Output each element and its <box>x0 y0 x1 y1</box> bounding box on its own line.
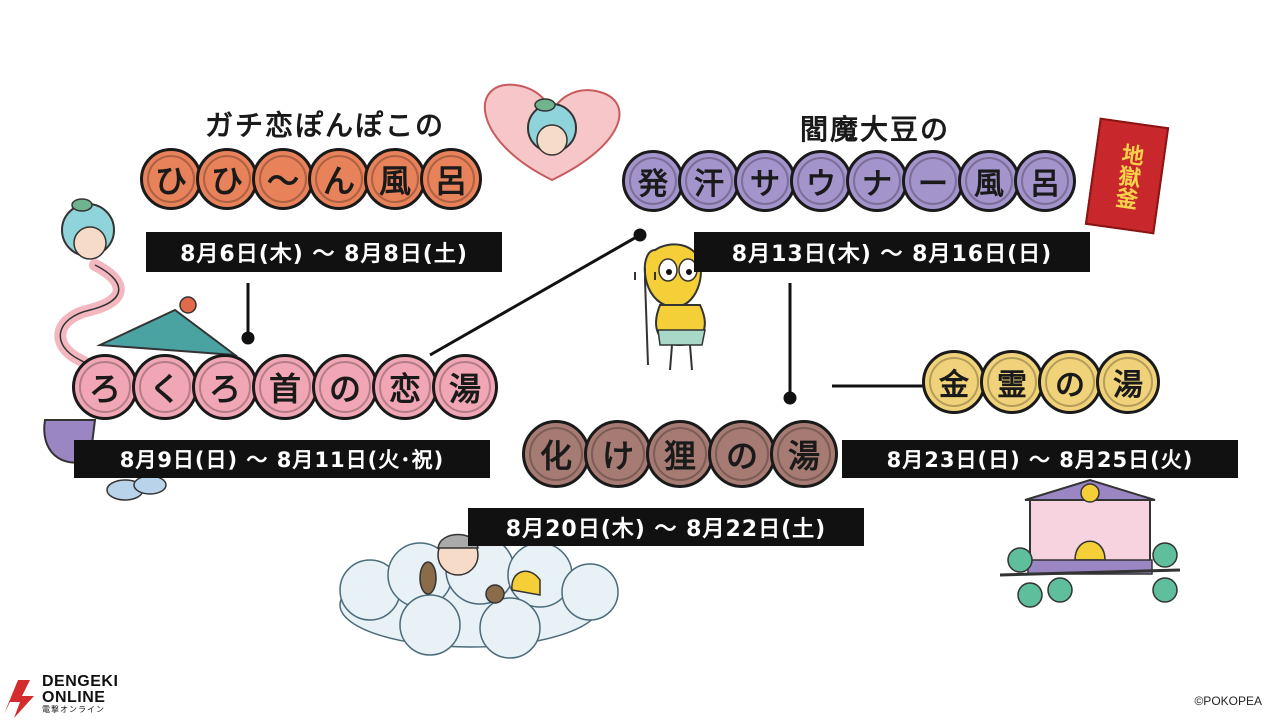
event3-dates: 8月13日(木) 〜 8月16日(日) <box>694 232 1090 272</box>
event2-title-char: の <box>312 354 378 420</box>
palanquin-illustration <box>999 478 1181 608</box>
event4-dates: 8月20日(木) 〜 8月22日(土) <box>468 508 864 546</box>
rokurokubi-illustration <box>43 198 239 501</box>
event1-title-char: ん <box>308 148 370 210</box>
event3-title: 発 汗 サ ウ ナ ー 風 呂 <box>622 150 1076 212</box>
event5-title-char: 金 <box>922 350 986 414</box>
jigokugama-badge: 地獄釜 <box>1084 117 1170 235</box>
event1-title-char: 風 <box>364 148 426 210</box>
event2-title-char: ろ <box>72 354 138 420</box>
event3-title-char: ウ <box>790 150 852 212</box>
connector-lines <box>241 228 925 405</box>
event3-title-char: 呂 <box>1014 150 1076 212</box>
event3-subtitle: 閻魔大豆の <box>800 113 951 146</box>
event3-title-char: ー <box>902 150 964 212</box>
copyright-credit: ©POKOPEA <box>1194 694 1262 708</box>
event5-title-char: 湯 <box>1096 350 1160 414</box>
event2-title-char: 首 <box>252 354 318 420</box>
event5-title-char: の <box>1038 350 1102 414</box>
event2-title-char: 湯 <box>432 354 498 420</box>
event1-dates: 8月6日(木) 〜 8月8日(土) <box>146 232 502 272</box>
event2-title-char: ろ <box>192 354 258 420</box>
dengeki-bolt-icon <box>4 680 34 718</box>
event3-title-char: ナ <box>846 150 908 212</box>
event4-title-char: 湯 <box>770 420 838 488</box>
event3-title-char: サ <box>734 150 796 212</box>
event1-subtitle: ガチ恋ぽんぽこの <box>205 109 446 142</box>
event3-title-char: 発 <box>622 150 684 212</box>
event1-title-char: ひ <box>196 148 258 210</box>
logo-line3: 電撃オンライン <box>42 705 105 714</box>
event2-dates: 8月9日(日) 〜 8月11日(火･祝) <box>74 440 490 478</box>
event4-title-char: 狸 <box>646 420 714 488</box>
event5-title-char: 霊 <box>980 350 1044 414</box>
cloud-bath-illustration <box>339 535 619 659</box>
event4-title-char: け <box>584 420 652 488</box>
event1-title-char: 呂 <box>420 148 482 210</box>
event4-title-char: の <box>708 420 776 488</box>
event2-title-char: く <box>132 354 198 420</box>
heart-character-illustration <box>483 83 621 182</box>
event3-title-char: 汗 <box>678 150 740 212</box>
logo-line1: DENGEKI <box>42 673 119 690</box>
event3-title-char: 風 <box>958 150 1020 212</box>
event1-title-char: 〜 <box>252 148 314 210</box>
dengeki-online-logo: DENGEKI ONLINE 電撃オンライン <box>8 674 118 714</box>
event2-title-char: 恋 <box>372 354 438 420</box>
enma-daizu-illustration <box>634 243 706 371</box>
event1-title-char: ひ <box>140 148 202 210</box>
event4-title: 化 け 狸 の 湯 <box>522 420 838 488</box>
logo-line2: ONLINE <box>42 689 106 706</box>
event4-title-char: 化 <box>522 420 590 488</box>
event5-dates: 8月23日(日) 〜 8月25日(火) <box>842 440 1238 478</box>
jigokugama-badge-text: 地獄釜 <box>1110 141 1145 211</box>
event1-title: ひ ひ 〜 ん 風 呂 <box>140 148 482 210</box>
event5-title: 金 霊 の 湯 <box>922 350 1160 414</box>
event2-title: ろ く ろ 首 の 恋 湯 <box>72 354 498 420</box>
